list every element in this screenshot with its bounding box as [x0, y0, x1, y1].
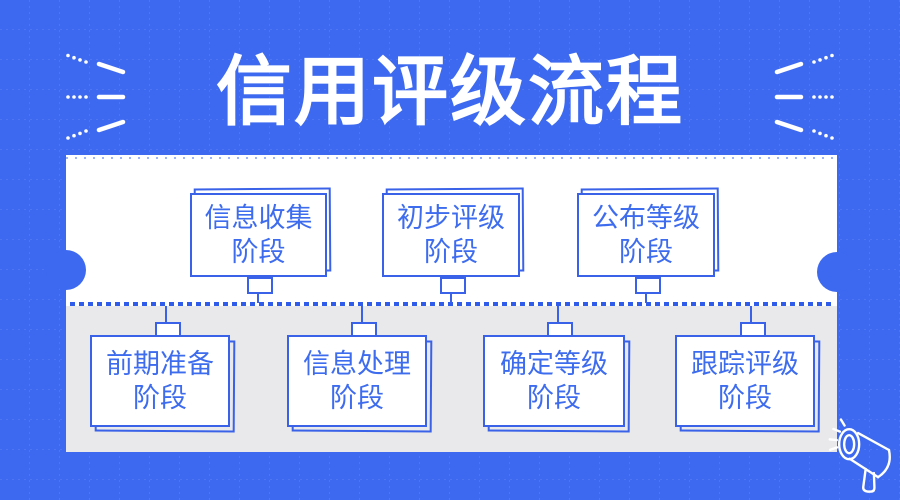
stage-box-label: 公布等级 阶段 — [577, 193, 715, 277]
flowchart-panel: 信息收集 阶段 初步评级 阶段 公布等级 阶段 前期准备 阶段 — [46, 155, 857, 452]
connector-line — [450, 290, 452, 303]
stage-box-label: 信息处理 阶段 — [287, 335, 427, 427]
stage-box-preparation: 前期准备 阶段 — [90, 335, 236, 433]
connector-tab — [635, 277, 661, 294]
connector-line — [645, 290, 647, 303]
connector-tab — [247, 277, 273, 294]
stage-box-determine-rating: 确定等级 阶段 — [483, 335, 631, 433]
connector-line — [257, 290, 259, 303]
right-notch-circle — [817, 252, 857, 292]
megaphone-icon — [828, 418, 891, 493]
page-title: 信用评级流程 — [216, 50, 684, 135]
stage-box-label: 跟踪评级 阶段 — [675, 335, 815, 427]
connector-line — [557, 306, 559, 323]
panel-top-dotted-edge — [66, 157, 837, 159]
stage-box-info-collection: 信息收集 阶段 — [190, 187, 332, 277]
stage-box-preliminary-rating: 初步评级 阶段 — [382, 187, 525, 277]
timeline-dotted-line — [70, 302, 833, 306]
stage-box-label: 前期准备 阶段 — [90, 335, 230, 427]
speed-lines-right-icon — [774, 53, 834, 140]
stage-box-publish-rating: 公布等级 阶段 — [577, 187, 720, 277]
stage-box-label: 初步评级 阶段 — [382, 193, 520, 277]
stage-box-label: 确定等级 阶段 — [483, 335, 625, 427]
speed-lines-left-icon — [66, 53, 126, 140]
connector-tab — [440, 277, 466, 294]
stage-box-tracking-rating: 跟踪评级 阶段 — [675, 335, 821, 433]
connector-line — [165, 306, 167, 323]
connector-line — [361, 306, 363, 323]
stage-box-info-processing: 信息处理 阶段 — [287, 335, 433, 433]
connector-line — [750, 306, 752, 323]
stage-box-label: 信息收集 阶段 — [190, 193, 327, 277]
left-notch-circle — [46, 250, 86, 290]
